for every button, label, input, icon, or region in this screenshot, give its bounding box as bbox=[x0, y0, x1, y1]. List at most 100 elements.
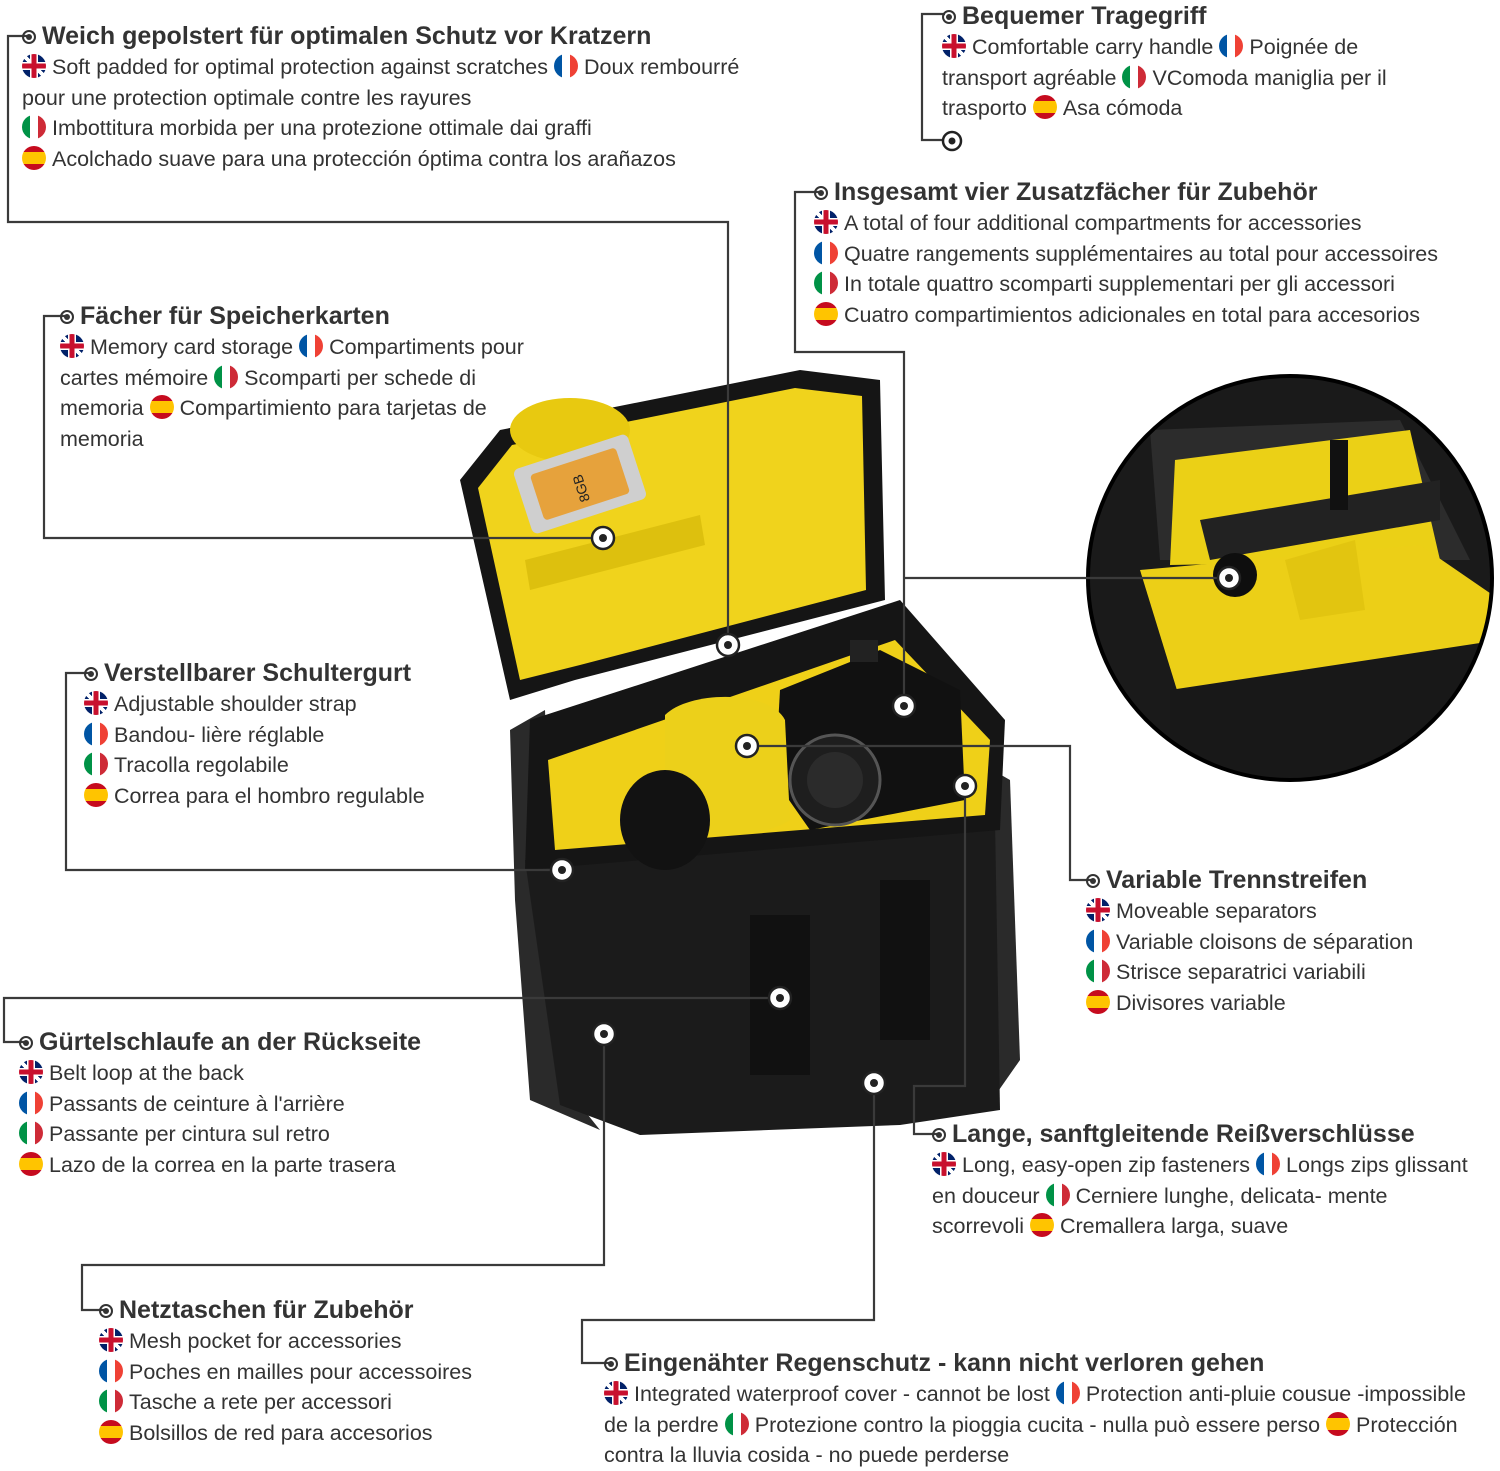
callout-markers bbox=[549, 130, 1242, 1096]
text-fr: Variable cloisons de séparation bbox=[1116, 929, 1414, 954]
feature-compartments: Insgesamt vier Zusatzfächer für Zubehör … bbox=[814, 176, 1500, 330]
uk-flag-icon bbox=[19, 1060, 43, 1084]
text-it: Strisce separatrici variabili bbox=[1116, 960, 1366, 984]
text-en: A total of four additional compartments … bbox=[844, 211, 1362, 235]
it-flag-icon bbox=[1045, 1182, 1070, 1207]
it-flag-icon bbox=[724, 1411, 749, 1436]
es-flag-icon bbox=[84, 782, 108, 807]
uk-flag-icon bbox=[22, 54, 46, 78]
text-it: In totale quattro scomparti supplementar… bbox=[844, 272, 1395, 296]
feature-title: Variable Trennstreifen bbox=[1106, 866, 1368, 894]
text-es: Lazo de la correa en la parte trasera bbox=[49, 1152, 396, 1177]
text-fr: Compartiments pour cartes mémoire bbox=[60, 335, 524, 390]
feature-padded: Weich gepolstert für optimalen Schutz vo… bbox=[22, 20, 762, 174]
fr-flag-icon bbox=[553, 54, 578, 78]
it-flag-icon bbox=[84, 752, 108, 776]
uk-flag-icon bbox=[604, 1381, 628, 1405]
feature-separators: Variable Trennstreifen Moveable separato… bbox=[1086, 864, 1486, 1018]
text-es: Acolchado suave para una protección ópti… bbox=[52, 146, 676, 171]
text-en: Mesh pocket for accessories bbox=[129, 1329, 402, 1353]
text-fr: Doux rembourré pour une protection optim… bbox=[22, 55, 740, 110]
bullet-icon bbox=[604, 1357, 618, 1372]
text-es: Correa para el hombro regulable bbox=[114, 783, 425, 808]
feature-title: Lange, sanftgleitende Reißverschlüsse bbox=[952, 1120, 1415, 1148]
bullet-icon bbox=[22, 30, 36, 45]
it-flag-icon bbox=[99, 1389, 123, 1413]
es-flag-icon bbox=[1029, 1213, 1054, 1237]
bullet-icon bbox=[19, 1036, 33, 1051]
text-it: VComoda maniglia per il trasporto bbox=[942, 65, 1387, 121]
es-flag-icon bbox=[1032, 95, 1057, 119]
bullet-icon bbox=[99, 1304, 113, 1319]
bullet-icon bbox=[942, 10, 956, 25]
bullet-icon bbox=[1086, 874, 1100, 889]
fr-flag-icon bbox=[1256, 1152, 1281, 1176]
fr-flag-icon bbox=[19, 1090, 43, 1115]
es-flag-icon bbox=[22, 145, 46, 170]
it-flag-icon bbox=[1122, 64, 1147, 89]
feature-memory: Fächer für Speicherkarten Memory card st… bbox=[60, 300, 530, 454]
feature-title: Eingenähter Regenschutz - kann nicht ver… bbox=[624, 1349, 1265, 1377]
feature-title: Insgesamt vier Zusatzfächer für Zubehör bbox=[834, 178, 1318, 206]
fr-flag-icon bbox=[1055, 1381, 1080, 1405]
es-flag-icon bbox=[1086, 989, 1110, 1014]
text-en: Integrated waterproof cover - cannot be … bbox=[634, 1382, 1050, 1406]
text-it: Tracolla regolabile bbox=[114, 753, 289, 777]
text-es: Asa cómoda bbox=[1062, 96, 1183, 120]
text-en: Moveable separators bbox=[1116, 899, 1317, 923]
text-es: Protección contra la lluvia cosida - no … bbox=[604, 1412, 1458, 1468]
text-es: Cuatro compartimientos adicionales en to… bbox=[844, 302, 1421, 327]
es-flag-icon bbox=[1326, 1411, 1351, 1436]
es-flag-icon bbox=[99, 1419, 123, 1444]
text-fr: Poches en mailles pour accessoires bbox=[129, 1359, 472, 1384]
text-es: Bolsillos de red para accesorios bbox=[129, 1420, 433, 1445]
text-fr: Longs zips glissant en douceur bbox=[932, 1153, 1468, 1208]
memory-card-image: 8GB bbox=[513, 434, 647, 534]
bullet-icon bbox=[84, 667, 98, 682]
es-flag-icon bbox=[814, 301, 838, 326]
text-es: Cremallera larga, suave bbox=[1059, 1214, 1289, 1238]
text-en: Adjustable shoulder strap bbox=[114, 692, 357, 716]
text-fr: Protection anti-pluie cousue -impossible… bbox=[604, 1382, 1466, 1437]
uk-flag-icon bbox=[99, 1328, 123, 1352]
feature-title: Bequemer Tragegriff bbox=[962, 2, 1207, 30]
text-it: Tasche a rete per accessori bbox=[129, 1390, 392, 1414]
camera-bag-image: 8GB bbox=[460, 370, 1020, 1135]
uk-flag-icon bbox=[60, 334, 84, 358]
feature-mesh: Netztaschen für Zubehör Mesh pocket for … bbox=[99, 1294, 539, 1448]
fr-flag-icon bbox=[814, 240, 838, 265]
camera-image bbox=[620, 640, 965, 870]
bullet-icon bbox=[932, 1128, 946, 1143]
text-it: Imbottitura morbida per una protezione o… bbox=[52, 116, 592, 140]
text-en: Memory card storage bbox=[90, 335, 294, 359]
bullet-icon bbox=[60, 310, 74, 325]
text-it: Protezione contro la pioggia cucita - nu… bbox=[754, 1412, 1321, 1437]
feature-title: Netztaschen für Zubehör bbox=[119, 1296, 414, 1324]
fr-flag-icon bbox=[84, 721, 108, 746]
it-flag-icon bbox=[22, 115, 46, 139]
fr-flag-icon bbox=[99, 1358, 123, 1383]
it-flag-icon bbox=[1086, 959, 1110, 983]
text-es: Compartimiento para tarjetas de memoria bbox=[60, 396, 487, 451]
feature-title: Gürtelschlaufe an der Rückseite bbox=[39, 1028, 422, 1056]
uk-flag-icon bbox=[932, 1152, 956, 1176]
text-es: Divisores variable bbox=[1116, 990, 1286, 1015]
feature-zips: Lange, sanftgleitende Reißverschlüsse Lo… bbox=[932, 1118, 1472, 1242]
text-en: Long, easy-open zip fasteners bbox=[962, 1153, 1251, 1177]
it-flag-icon bbox=[214, 364, 239, 389]
text-fr: Poignée de transport agréable bbox=[942, 35, 1359, 90]
feature-rain: Eingenähter Regenschutz - kann nicht ver… bbox=[604, 1347, 1494, 1471]
fr-flag-icon bbox=[299, 334, 324, 358]
text-it: Passante per cintura sul retro bbox=[49, 1122, 330, 1146]
feature-handle: Bequemer Tragegriff Comfortable carry ha… bbox=[942, 0, 1412, 124]
fr-flag-icon bbox=[1086, 928, 1110, 953]
text-en: Comfortable carry handle bbox=[972, 35, 1214, 59]
feature-strap: Verstellbarer Schultergurt Adjustable sh… bbox=[84, 657, 504, 811]
es-flag-icon bbox=[149, 395, 174, 419]
es-flag-icon bbox=[19, 1151, 43, 1176]
callout-lines bbox=[2, 12, 1232, 1365]
fr-flag-icon bbox=[1219, 34, 1244, 58]
feature-title: Weich gepolstert für optimalen Schutz vo… bbox=[42, 22, 652, 50]
text-fr: Bandou- lière réglable bbox=[114, 722, 325, 747]
